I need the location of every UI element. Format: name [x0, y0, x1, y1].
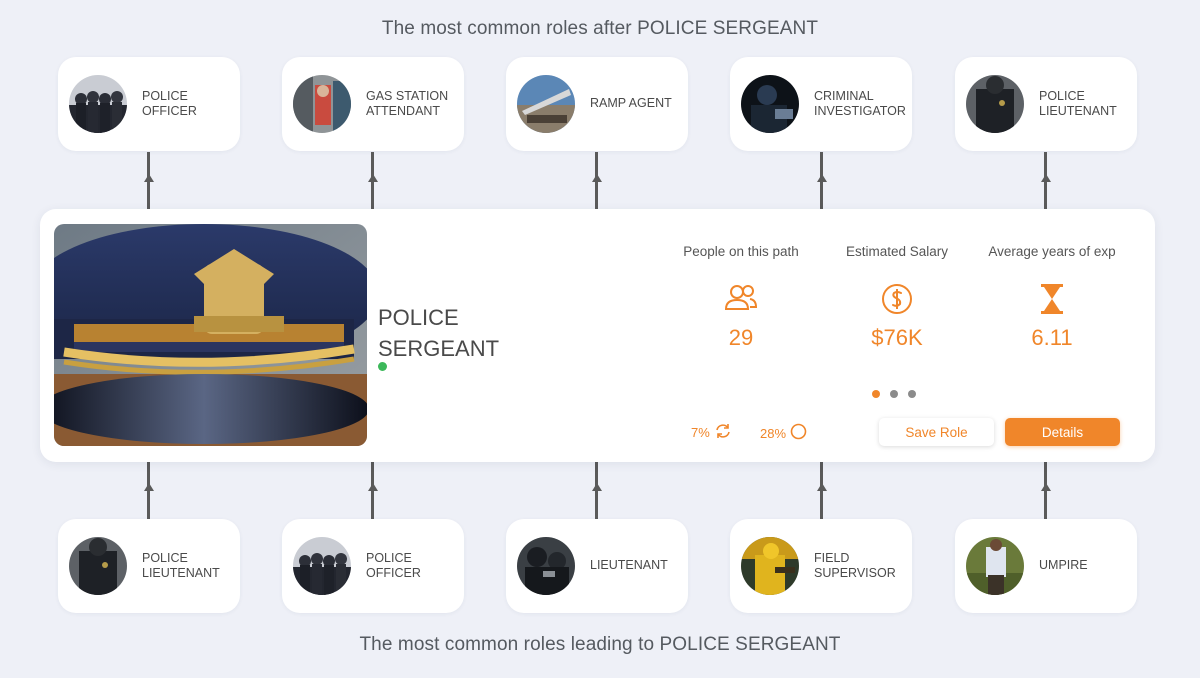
- role-hero-image: [54, 224, 367, 446]
- stat-label: Estimated Salary: [845, 244, 949, 259]
- stat-value: $76K: [871, 325, 923, 350]
- people-icon: [661, 283, 821, 315]
- previous-role-card-field-supervisor[interactable]: FIELD SUPERVISOR: [730, 519, 912, 613]
- role-label: POLICE LIEUTENANT: [1039, 88, 1117, 119]
- stat-experience: Average years of exp 6.11: [972, 244, 1132, 351]
- metric-retention: 7%: [691, 423, 732, 442]
- role-label: FIELD SUPERVISOR: [814, 550, 896, 581]
- refresh-icon: [714, 423, 732, 442]
- arrow-up-icon: [1040, 483, 1051, 491]
- role-avatar: [966, 75, 1024, 133]
- previous-role-card-police-lieutenant[interactable]: POLICE LIEUTENANT: [58, 519, 240, 613]
- arrow-up-icon: [367, 483, 378, 491]
- stat-value: 6.11: [1031, 325, 1073, 350]
- next-role-card-police-officer[interactable]: POLICE OFFICER: [58, 57, 240, 151]
- circle-icon: [790, 423, 807, 443]
- pagination-dot[interactable]: [872, 390, 880, 398]
- arrow-up-icon: [143, 174, 154, 182]
- next-role-card-criminal-investigator[interactable]: CRIMINAL INVESTIGATOR: [730, 57, 912, 151]
- next-role-card-gas-station-attendant[interactable]: GAS STATION ATTENDANT: [282, 57, 464, 151]
- role-label: LIEUTENANT: [590, 558, 668, 573]
- details-button[interactable]: Details: [1005, 418, 1120, 446]
- pagination-dot[interactable]: [908, 390, 916, 398]
- dollar-icon: [817, 283, 977, 315]
- arrow-up-icon: [367, 174, 378, 182]
- next-roles-heading: The most common roles after POLICE SERGE…: [381, 18, 819, 39]
- role-label: POLICE LIEUTENANT: [142, 550, 220, 581]
- role-avatar: [293, 75, 351, 133]
- role-avatar: [517, 537, 575, 595]
- stat-label: People on this path: [683, 244, 799, 259]
- stat-people: People on this path 29: [661, 244, 821, 351]
- next-role-card-ramp-agent[interactable]: RAMP AGENT: [506, 57, 688, 151]
- previous-role-card-lieutenant[interactable]: LIEUTENANT: [506, 519, 688, 613]
- role-label: CRIMINAL INVESTIGATOR: [814, 88, 906, 119]
- role-label: GAS STATION ATTENDANT: [366, 88, 449, 119]
- role-label: UMPIRE: [1039, 558, 1088, 573]
- pagination-dots: [872, 390, 916, 398]
- role-avatar: [69, 75, 127, 133]
- metric-value: 7%: [691, 425, 710, 440]
- next-role-card-police-lieutenant[interactable]: POLICE LIEUTENANT: [955, 57, 1137, 151]
- arrow-up-icon: [591, 483, 602, 491]
- role-label: POLICE OFFICER: [366, 550, 421, 581]
- status-dot: [378, 362, 387, 371]
- current-role-card: POLICE SERGEANT People on this path 29 E…: [40, 209, 1155, 462]
- arrow-up-icon: [816, 483, 827, 491]
- role-avatar: [517, 75, 575, 133]
- metric-share: 28%: [760, 423, 807, 443]
- role-label: POLICE OFFICER: [142, 88, 197, 119]
- role-avatar: [293, 537, 351, 595]
- metric-value: 28%: [760, 425, 787, 441]
- role-title: POLICE SERGEANT: [378, 305, 500, 361]
- role-avatar: [741, 75, 799, 133]
- role-avatar: [69, 537, 127, 595]
- previous-role-card-umpire[interactable]: UMPIRE: [955, 519, 1137, 613]
- hourglass-icon: [972, 283, 1132, 315]
- previous-roles-heading: The most common roles leading to POLICE …: [359, 634, 841, 655]
- arrow-up-icon: [591, 174, 602, 182]
- stat-value: 29: [728, 325, 754, 350]
- role-avatar: [966, 537, 1024, 595]
- arrow-up-icon: [816, 174, 827, 182]
- arrow-up-icon: [143, 483, 154, 491]
- stat-label: Average years of exp: [988, 244, 1116, 259]
- previous-role-card-police-officer[interactable]: POLICE OFFICER: [282, 519, 464, 613]
- pagination-dot[interactable]: [890, 390, 898, 398]
- role-avatar: [741, 537, 799, 595]
- save-role-button[interactable]: Save Role: [879, 418, 994, 446]
- role-label: RAMP AGENT: [590, 96, 672, 111]
- stat-salary: Estimated Salary $76K: [817, 244, 977, 351]
- arrow-up-icon: [1040, 174, 1051, 182]
